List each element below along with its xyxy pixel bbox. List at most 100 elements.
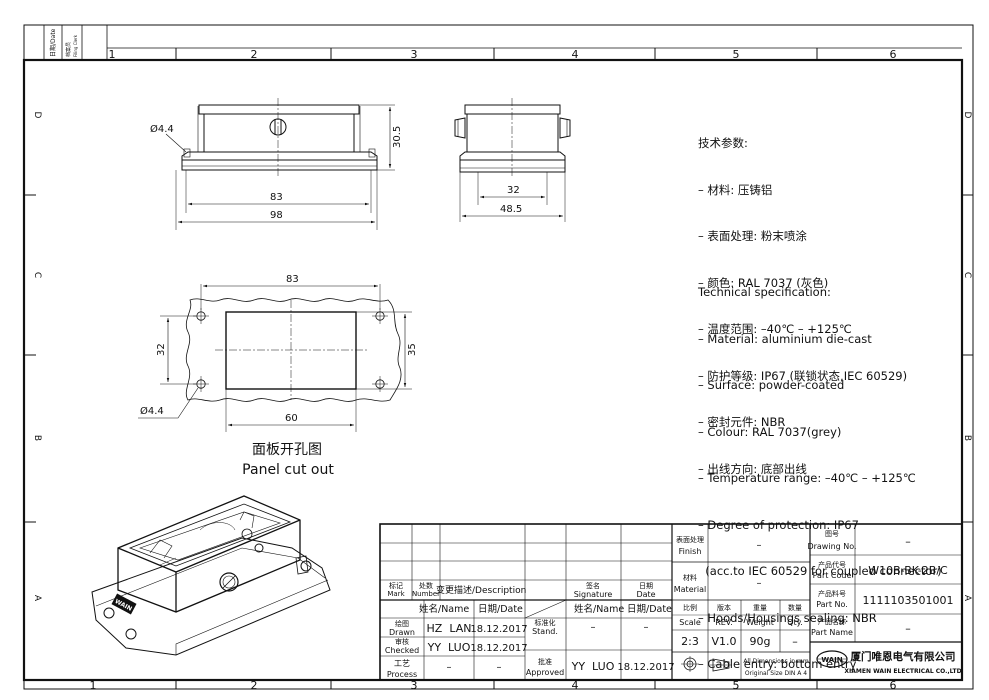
scale-en: Scale — [679, 618, 701, 627]
desc-cn: 变更描述 — [436, 584, 472, 596]
side-date-label: 日期/Date — [49, 28, 57, 57]
sig-name-en: /Name — [593, 604, 624, 615]
date-hdr-en: /Date — [497, 604, 523, 615]
front-hole-dia: Ø4.4 — [150, 123, 174, 135]
std-date-dash: – — [644, 622, 649, 633]
spec-cn-line: – 防护等级: IP67 (联锁状态,IEC 60529) — [698, 368, 908, 383]
panel-cutout-dims: 83 32 35 60 Ø4.4 — [140, 274, 418, 424]
spec-cn-block: 技术参数: – 材料: 压铸铝 – 表面处理: 粉末喷涂 – 颜色: RAL 7… — [698, 105, 907, 493]
row-label-b-right: B — [962, 435, 972, 441]
cutout-dim-32: 32 — [156, 343, 167, 356]
weight-cn: 重量 — [753, 604, 767, 612]
material-cn: 材料 — [683, 573, 697, 582]
scale-cn: 比例 — [683, 603, 697, 612]
cutout-caption: 面板开孔图 Panel cut out — [242, 442, 334, 478]
approved-cn: 批准 — [538, 657, 552, 666]
front-view-dims: Ø4.4 83 98 30.5 — [150, 123, 403, 221]
side-dim-48-5: 48.5 — [500, 204, 522, 215]
finish-en: Finish — [679, 547, 702, 556]
approved-en: Approved — [526, 668, 564, 677]
row-label-d: D — [32, 112, 42, 119]
row-label-c: C — [32, 272, 42, 278]
mark-en: Mark — [387, 590, 405, 598]
spec-en-line: – Hoods/Housings sealing: NBR — [698, 610, 877, 625]
panel-cutout-view — [138, 284, 412, 432]
date-en: Date — [636, 590, 655, 599]
finish-val: – — [757, 540, 762, 551]
drawing-no-cn: 图号 — [825, 530, 839, 538]
sig-date-en: /Date — [646, 604, 672, 615]
side-view — [454, 98, 571, 222]
col-label-6-bottom: 6 — [890, 679, 897, 692]
spec-en-line: – Surface: powder-coated — [698, 378, 845, 392]
spec-en-block: Technical specification: – Material: alu… — [698, 254, 942, 688]
name-hdr-cn: 姓名 — [419, 603, 438, 615]
col-label-2: 2 — [251, 48, 258, 61]
std-en: Stand. — [532, 627, 558, 636]
drawing-no-val: – — [905, 535, 911, 548]
col-label-1: 1 — [109, 48, 116, 61]
desc-en: /Description — [472, 586, 526, 596]
rev-en: REV. — [715, 618, 733, 627]
front-view — [165, 98, 395, 230]
std-cn: 标准化 — [535, 618, 556, 627]
filing-labels: 日期/Date 档案员 Filing Clerk — [49, 28, 78, 57]
spec-cn-line: – 温度范围: –40℃ – +125℃ — [698, 322, 852, 336]
material-val: – — [757, 578, 762, 589]
row-label-d-right: D — [962, 112, 972, 119]
dims-note-1: All Dimensions in mm — [743, 658, 808, 665]
projection-symbol-icon — [681, 656, 732, 672]
mark-cn: 标记 — [389, 581, 403, 590]
col-label-5-bottom: 5 — [733, 679, 740, 692]
col-label-3: 3 — [411, 48, 418, 61]
sig-en: Signature — [574, 590, 613, 599]
spec-cn-title: 技术参数: — [698, 136, 748, 150]
date-hdr-cn: 日期 — [478, 604, 497, 615]
cutout-hole-dia: Ø4.4 — [140, 405, 164, 417]
process-cn: 工艺 — [394, 659, 410, 668]
part-code-cn: 产品代号 — [818, 560, 846, 569]
side-dim-32: 32 — [507, 185, 520, 196]
cutout-dim-60: 60 — [285, 413, 298, 424]
weight-en: Weight — [746, 618, 774, 627]
part-code-val: W10B-BK-2B/C — [868, 564, 948, 577]
process-name-dash: – — [447, 662, 452, 673]
spec-cn-line: – 材料: 压铸铝 — [698, 182, 773, 197]
scale-val: 2:3 — [681, 635, 699, 648]
col-label-4-bottom: 4 — [572, 679, 579, 692]
spec-cn-line: – 出线方向: 底部出线 — [698, 461, 807, 476]
part-name-val: – — [905, 622, 911, 635]
drawn-cn: 绘图 — [395, 619, 409, 628]
row-label-b: B — [32, 435, 42, 441]
cutout-dim-35: 35 — [407, 343, 418, 356]
title-block-grid — [379, 523, 963, 681]
col-label-5: 5 — [733, 48, 740, 61]
company-en: XIAMEN WAIN ELECTRICAL CO.,LTD — [844, 668, 961, 675]
col-label-4: 4 — [572, 48, 579, 61]
spec-cn-line: – 密封元件: NBR — [698, 415, 786, 429]
side-filing-label: 档案员 — [65, 42, 72, 57]
front-dim-83: 83 — [270, 192, 283, 203]
spec-en-line: – Material: aluminium die-cast — [698, 331, 872, 346]
weight-val: 90g — [750, 635, 771, 648]
part-code-en: Part Code — [813, 571, 852, 580]
zone-labels: 1 2 3 4 5 6 1 2 3 4 5 6 D C B A D C B A — [32, 48, 972, 692]
isometric-view — [91, 495, 331, 656]
qty-en: Qty. — [787, 618, 803, 627]
part-info: 图号 Drawing No. – 产品代号 Part Code W10B-BK-… — [807, 530, 953, 637]
company-cn: 厦门唯恩电气有限公司 — [851, 650, 956, 663]
iso-stamp: WAIN — [111, 593, 137, 615]
row-label-a-right: A — [962, 595, 972, 602]
col-label-1-bottom: 1 — [90, 679, 97, 692]
part-no-cn: 产品料号 — [818, 589, 846, 598]
process-en: Process — [387, 670, 417, 679]
drawing-no-en: Drawing No. — [807, 542, 856, 551]
spec-cn-line: – 颜色: RAL 7037 (灰色) — [698, 275, 829, 290]
checked-date: 18.12.2017 — [470, 643, 527, 654]
approved-date: 18.12.2017 — [617, 662, 674, 673]
sig-cn: 签名 — [586, 581, 600, 590]
checked-name: YY LUO — [427, 641, 471, 654]
sig-date-cn: 日期 — [627, 604, 646, 615]
material-en: Material — [674, 585, 707, 594]
